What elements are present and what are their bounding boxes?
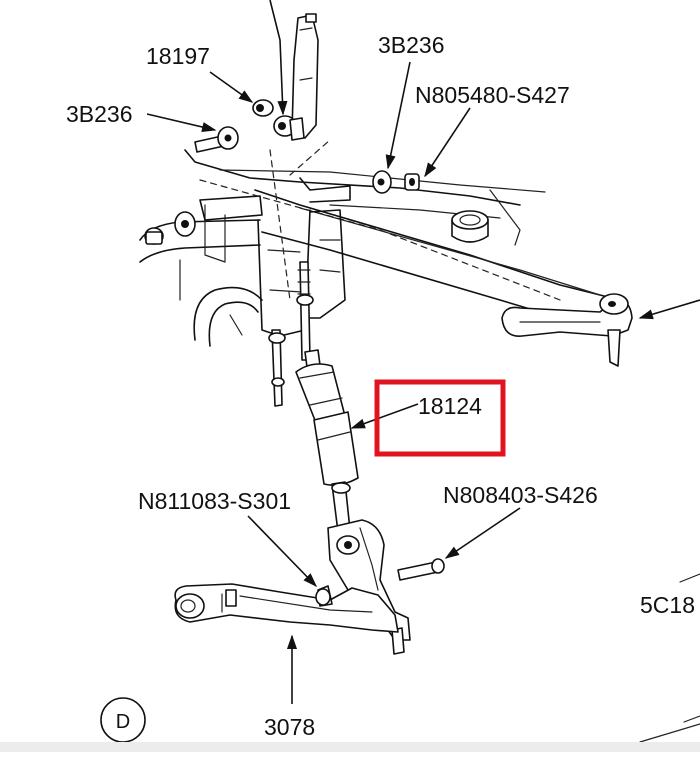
leader-lines bbox=[146, 0, 700, 704]
bolt-n808403 bbox=[397, 558, 445, 581]
view-marker: D bbox=[100, 697, 146, 743]
highlight-box-18124 bbox=[374, 379, 506, 457]
bolt-3b236-left bbox=[194, 126, 239, 153]
bushing-3b236-center bbox=[273, 115, 305, 141]
frame-crossmember bbox=[139, 139, 621, 347]
callout-3078: 3078 bbox=[264, 714, 315, 740]
callout-18124: 18124 bbox=[418, 393, 482, 419]
bushing-left-pair bbox=[144, 211, 196, 245]
bottom-scroll-strip bbox=[0, 742, 700, 752]
upper-bracket bbox=[291, 13, 319, 139]
callout-5c18: 5C18 bbox=[640, 592, 695, 618]
callout-3b236-left: 3B236 bbox=[66, 101, 133, 127]
callout-n811083-s301: N811083-S301 bbox=[138, 488, 291, 514]
partial-part-5c18 bbox=[639, 573, 700, 743]
nut-n805480 bbox=[404, 173, 420, 191]
callout-3b236-right: 3B236 bbox=[378, 32, 445, 58]
lower-mount-bracket bbox=[327, 519, 411, 655]
view-marker-letter: D bbox=[116, 711, 130, 733]
callout-n808403-s426: N808403-S426 bbox=[443, 482, 598, 508]
callout-18197: 18197 bbox=[146, 43, 210, 69]
lower-control-arm-3078 bbox=[174, 583, 399, 633]
bushing-3b236-right bbox=[372, 170, 392, 194]
shock-absorber-18124 bbox=[268, 261, 359, 533]
callout-n805480-s427: N805480-S427 bbox=[415, 82, 570, 108]
bushing-18197 bbox=[252, 99, 274, 117]
tie-rod-end bbox=[501, 293, 633, 367]
